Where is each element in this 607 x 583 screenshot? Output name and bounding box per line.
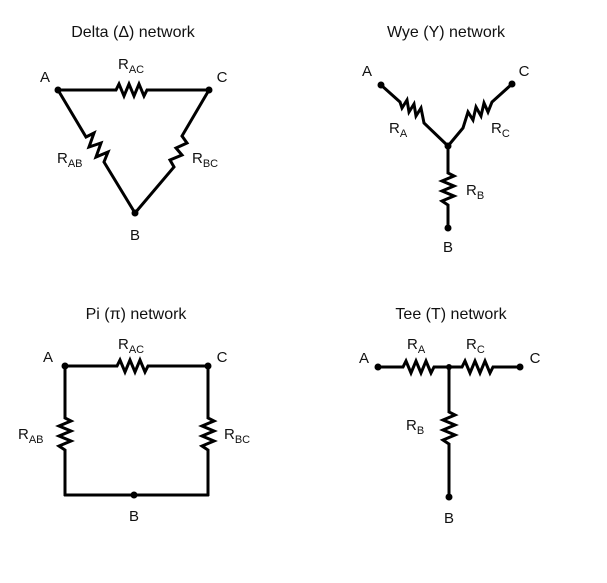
tee-node-c-label: C bbox=[530, 350, 541, 367]
pi-title: Pi (π) network bbox=[86, 306, 188, 323]
delta-title: Delta (Δ) network bbox=[71, 24, 196, 41]
delta-node-c-label: C bbox=[217, 69, 228, 86]
delta-wire-bc bbox=[133, 88, 211, 215]
pi-node-a-label: A bbox=[43, 349, 53, 366]
wye-node-a-label: A bbox=[362, 63, 372, 80]
tee-node-c bbox=[516, 363, 524, 371]
delta-r-ac-label: RAC bbox=[118, 56, 144, 76]
wye-r-b-label: RB bbox=[466, 182, 484, 202]
wye-node-a bbox=[377, 81, 385, 89]
pi-node-b bbox=[130, 491, 138, 499]
pi-wire-ac bbox=[63, 356, 210, 376]
tee-node-a-label: A bbox=[359, 350, 369, 367]
delta-wire-ac bbox=[56, 80, 211, 100]
pi-r-bc-label: RBC bbox=[224, 426, 250, 446]
wye-title: Wye (Y) network bbox=[387, 24, 506, 41]
pi-node-b-label: B bbox=[129, 508, 139, 525]
pi-node-c-label: C bbox=[217, 349, 228, 366]
delta-node-c bbox=[205, 86, 213, 94]
pi-r-ab-label: RAB bbox=[18, 426, 44, 446]
delta-r-bc-label: RBC bbox=[192, 150, 218, 170]
pi-network: Pi (π) network A C B RAC RAB RBC bbox=[18, 306, 250, 525]
tee-r-c-label: RC bbox=[466, 336, 485, 356]
tee-r-b-label: RB bbox=[406, 417, 424, 437]
wye-r-a-label: RA bbox=[389, 120, 408, 140]
tee-node-b bbox=[445, 493, 453, 501]
pi-r-ac-label: RAC bbox=[118, 336, 144, 356]
tee-wire-b bbox=[439, 365, 459, 499]
tee-wire-a bbox=[376, 357, 451, 377]
delta-node-a-label: A bbox=[40, 69, 50, 86]
pi-wire-ab bbox=[55, 364, 75, 497]
wye-node-c bbox=[508, 80, 516, 88]
wye-wire-a bbox=[379, 83, 450, 148]
pi-node-c bbox=[204, 362, 212, 370]
wye-wire-b bbox=[438, 144, 458, 230]
delta-wire-ab bbox=[56, 88, 137, 215]
wye-node-b bbox=[444, 224, 452, 232]
tee-network: Tee (T) network A C B RA RC RB bbox=[359, 306, 541, 527]
wye-network: Wye (Y) network A C B RA RC RB bbox=[362, 24, 530, 256]
wye-center-node bbox=[444, 142, 452, 150]
pi-wire-bc bbox=[198, 364, 218, 497]
wye-wire-c bbox=[446, 82, 514, 148]
delta-network: Delta (Δ) network A C B RAC RAB RBC bbox=[40, 24, 228, 244]
delta-node-a bbox=[54, 86, 62, 94]
delta-r-ab-label: RAB bbox=[57, 150, 83, 170]
delta-node-b-label: B bbox=[130, 227, 140, 244]
delta-node-b bbox=[131, 209, 139, 217]
tee-r-a-label: RA bbox=[407, 336, 426, 356]
tee-wire-c bbox=[447, 357, 522, 377]
pi-node-a bbox=[61, 362, 69, 370]
tee-node-b-label: B bbox=[444, 510, 454, 527]
tee-node-a bbox=[374, 363, 382, 371]
tee-title: Tee (T) network bbox=[395, 306, 507, 323]
wye-r-c-label: RC bbox=[491, 120, 510, 140]
tee-center-node bbox=[446, 364, 452, 370]
wye-node-b-label: B bbox=[443, 239, 453, 256]
wye-node-c-label: C bbox=[519, 63, 530, 80]
